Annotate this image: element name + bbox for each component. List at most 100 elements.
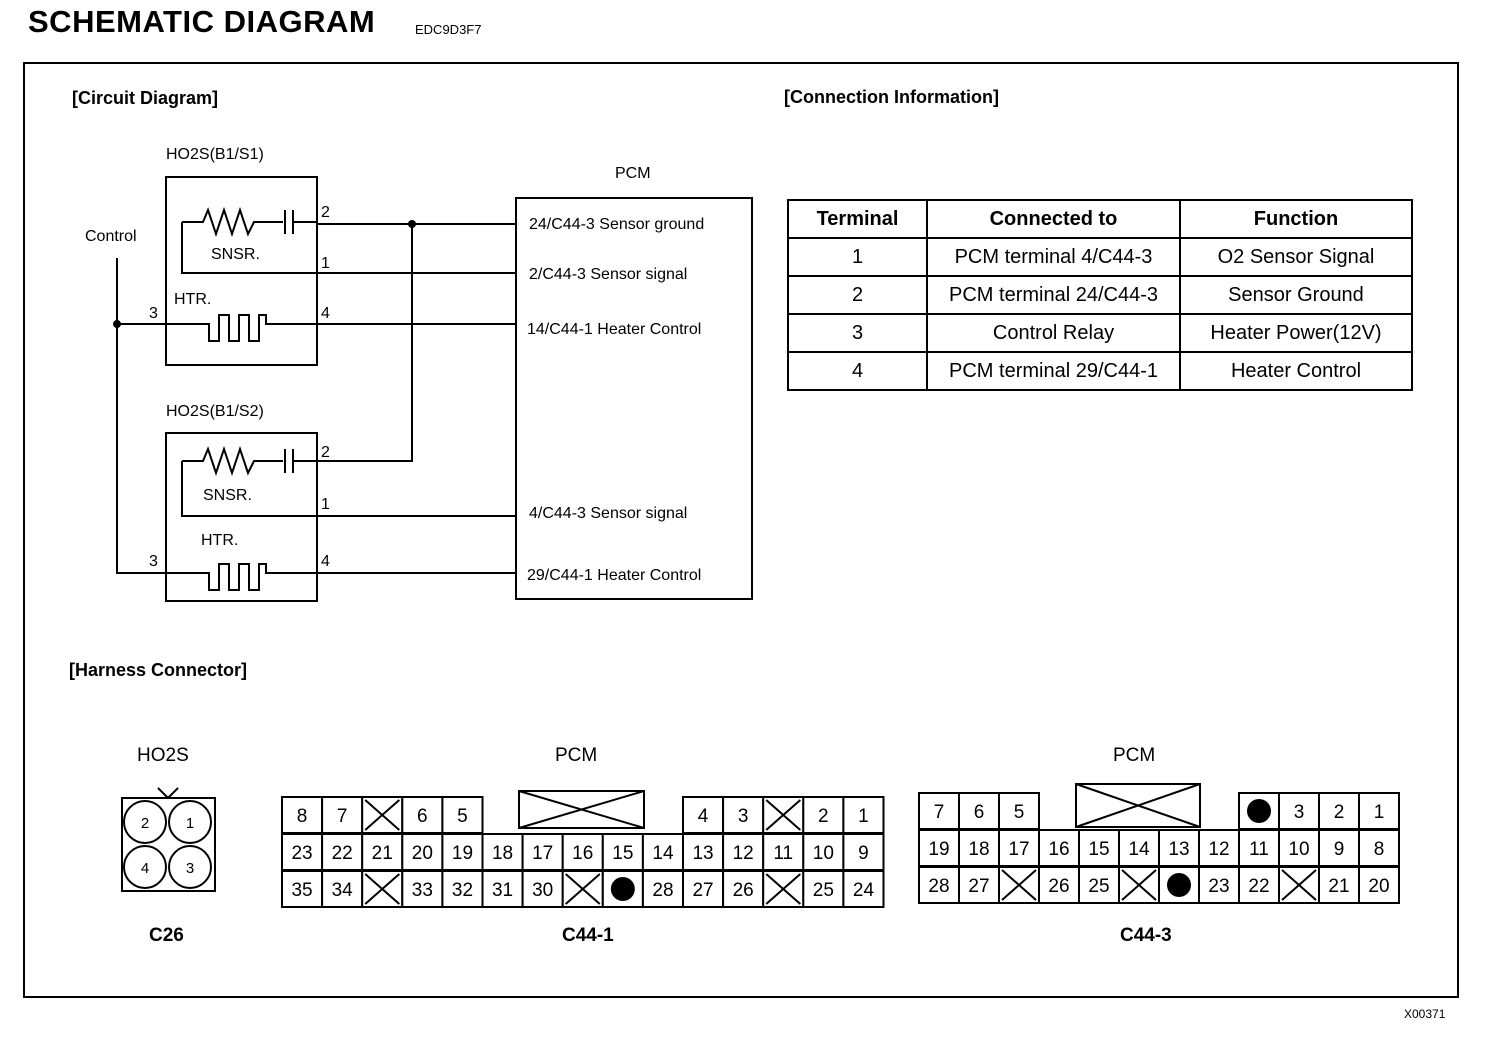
sensor1-heater-icon [166, 314, 317, 342]
connector-pin-label: 34 [332, 880, 354, 901]
connector-pin [481, 870, 524, 908]
connector-pin-label: 7 [337, 806, 348, 827]
c26-pin [168, 800, 212, 844]
pin-label: 2 [321, 444, 330, 461]
page-title: SCHEMATIC DIAGRAM [28, 4, 376, 39]
connector-pin-label: 19 [452, 843, 473, 864]
ho2s-connector-name: C26 [149, 925, 184, 946]
pcm-pin-label: 29/C44-1 Heater Control [527, 567, 701, 584]
connector-pin-label: 31 [492, 880, 513, 901]
connector-pin-label: 8 [297, 806, 308, 827]
table-row: 1 PCM terminal 4/C44-3 O2 Sensor Signal [787, 237, 1413, 277]
connector-pin [281, 870, 324, 908]
connector-pin-label: 20 [1368, 876, 1389, 897]
connector-pin-label: 21 [372, 843, 393, 864]
connector-pin-label: 6 [417, 806, 428, 827]
connector-pin [281, 833, 324, 871]
pcm-pin-label: 4/C44-3 Sensor signal [529, 505, 687, 522]
table-cell: PCM terminal 29/C44-1 [926, 351, 1181, 391]
connector-pin [1118, 829, 1160, 867]
table-cell: 2 [787, 275, 928, 315]
pcm-pin-label: 14/C44-1 Heater Control [527, 321, 701, 338]
pcm-c44-3-title: PCM [1113, 745, 1155, 766]
connector-pin-label: 5 [457, 806, 468, 827]
c26-pin-label: 2 [141, 815, 149, 832]
connector-pin-label: 15 [612, 843, 633, 864]
key-x-icon [1075, 783, 1201, 828]
connector-pin-label: 28 [652, 880, 673, 901]
pcm-pin-label: 24/C44-3 Sensor ground [529, 216, 704, 233]
connector-pin [441, 796, 484, 834]
connector-pin [918, 866, 960, 904]
connector-pin [441, 870, 484, 908]
connector-pin [1278, 792, 1320, 830]
connector-pin [1318, 792, 1360, 830]
c26-pin [123, 800, 167, 844]
connector-pin [1238, 866, 1280, 904]
connector-pin-label: 22 [332, 843, 353, 864]
table-cell: O2 Sensor Signal [1179, 237, 1413, 277]
connector-pin-label: 32 [452, 880, 473, 901]
connector-pin-label: 10 [1288, 839, 1309, 860]
harness-connector-heading: [Harness Connector] [69, 660, 248, 680]
connector-pin [1358, 866, 1400, 904]
connector-pin-label: 9 [858, 843, 869, 864]
pin-label: 4 [321, 553, 330, 570]
connector-pin-label: 9 [1334, 839, 1345, 860]
connector-pin [958, 866, 1000, 904]
connector-pin [321, 796, 364, 834]
pin-label: 1 [321, 255, 330, 272]
wire-control [116, 258, 166, 574]
connector-pin-label: 2 [1334, 802, 1345, 823]
connector-pin-label: 6 [974, 802, 985, 823]
table-cell: Control Relay [926, 313, 1181, 353]
connector-pin [802, 870, 845, 908]
blank-pin-x-icon [765, 873, 801, 905]
connector-pin-label: 17 [1008, 839, 1029, 860]
connector-pin [401, 870, 444, 908]
document-id: X00371 [1404, 1007, 1446, 1021]
pcm-title: PCM [615, 165, 651, 182]
table-row: 3 Control Relay Heater Power(12V) [787, 313, 1413, 353]
c26-pin [168, 845, 212, 889]
pin-label: 3 [149, 553, 158, 570]
control-label: Control [85, 228, 137, 245]
column-header: Connected to [926, 199, 1181, 239]
connector-pin-label: 1 [1374, 802, 1385, 823]
table-cell: Heater Control [1179, 351, 1413, 391]
sensor2-title: HO2S(B1/S2) [166, 403, 264, 420]
sensor2-resistor-icon [182, 445, 283, 477]
connector-pin-label: 30 [532, 880, 553, 901]
connector-pin-label: 16 [1048, 839, 1069, 860]
pin-label: 4 [321, 305, 330, 322]
connector-pin-label: 11 [1249, 839, 1269, 860]
blank-pin-x-icon [1001, 869, 1037, 901]
connector-pin-label: 27 [968, 876, 989, 897]
connector-pin-label: 28 [928, 876, 949, 897]
connector-pin [321, 870, 364, 908]
connector-pin-label: 25 [813, 880, 834, 901]
connector-pin-label: 20 [412, 843, 433, 864]
table-header-row: Terminal Connected to Function [787, 199, 1413, 239]
c26-pin-label: 3 [186, 860, 194, 877]
connector-pin-label: 27 [692, 880, 713, 901]
pcm-pin-label: 2/C44-3 Sensor signal [529, 266, 687, 283]
connector-pin [481, 833, 524, 871]
table-cell: Heater Power(12V) [1179, 313, 1413, 353]
table-row: 4 PCM terminal 29/C44-1 Heater Control [787, 351, 1413, 391]
connector-pin [842, 796, 885, 834]
column-header: Function [1179, 199, 1413, 239]
connector-pin-label: 21 [1328, 876, 1349, 897]
connector-pin-label: 14 [1128, 839, 1150, 860]
connector-pin [1198, 866, 1240, 904]
sensor1-box [165, 176, 318, 366]
document-code: EDC9D3F7 [415, 22, 482, 37]
c26-connector [121, 787, 216, 892]
snsr-label: SNSR. [203, 487, 252, 504]
connector-pin-label: 4 [698, 806, 709, 827]
connector-pin-label: 15 [1088, 839, 1109, 860]
connector-pin-label: 3 [1294, 802, 1305, 823]
table-row: 2 PCM terminal 24/C44-3 Sensor Ground [787, 275, 1413, 315]
htr-label: HTR. [201, 532, 238, 549]
